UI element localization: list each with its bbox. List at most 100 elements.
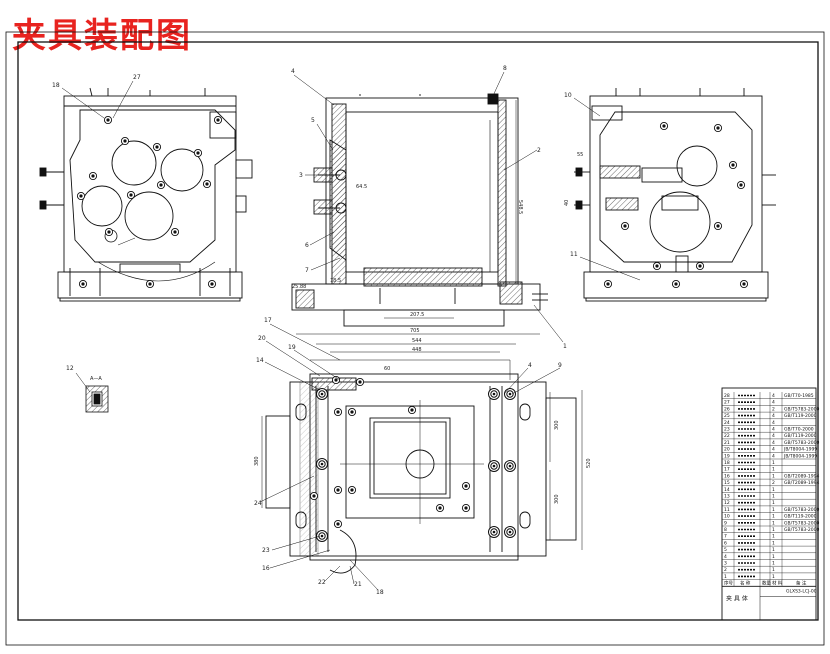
balloon-16-plan: 16 — [262, 565, 270, 572]
title-block-drawing-no: GLXS3-LCJ-00 — [786, 588, 817, 594]
parts-row-number: 2 — [724, 567, 727, 573]
parts-row-number: 23 — [724, 427, 730, 433]
parts-row-qty: 1 — [772, 540, 775, 546]
balloon-11-right: 11 — [570, 251, 578, 258]
parts-row-qty: 1 — [772, 574, 775, 580]
dim-300-top: 300 — [554, 420, 560, 430]
balloon-6-section: 6 — [305, 242, 309, 249]
balloon-23-plan: 23 — [262, 547, 270, 554]
parts-header-cell: 材 料 — [772, 580, 783, 587]
parts-row-number: 8 — [724, 527, 727, 533]
parts-row-standard: GB/T5783-2000 — [784, 440, 820, 446]
parts-row-standard: GB/T70-1985 — [784, 393, 814, 399]
title-block-name: 夹 具 体 — [726, 594, 748, 602]
parts-row-number: 9 — [724, 520, 727, 526]
parts-row-standard: JB/T8004-1999 — [783, 447, 817, 453]
parts-row-qty: 1 — [772, 527, 775, 533]
drawing-title: 夹具装配图 — [12, 16, 192, 56]
balloon-4-section: 4 — [291, 68, 295, 75]
parts-row-standard: GB/T119-2000 — [784, 413, 817, 419]
front-view — [39, 87, 253, 302]
balloon-5-section: 5 — [311, 117, 315, 124]
parts-row-number: 26 — [724, 406, 730, 412]
inner-border — [17, 41, 819, 621]
dim-64-5: 64.5 — [356, 184, 367, 190]
parts-row-qty: 4 — [772, 433, 775, 439]
balloon-20-plan: 20 — [258, 335, 266, 342]
parts-row-qty: 1 — [772, 507, 775, 513]
parts-row-qty: 1 — [772, 534, 775, 540]
parts-row-number: 17 — [724, 467, 730, 473]
balloon-4-plan: 4 — [528, 362, 532, 369]
balloon-22-plan: 22 — [318, 579, 326, 586]
detail-a-a — [75, 372, 109, 413]
parts-row-number: 1 — [724, 574, 727, 580]
section-balloon-leaders — [293, 71, 564, 343]
parts-row-number: 25 — [724, 413, 730, 419]
parts-row-number: 3 — [724, 561, 727, 567]
parts-row-standard: GB/T2089-1994 — [784, 473, 820, 479]
detail-label: A—A — [90, 376, 102, 382]
parts-row-number: 10 — [724, 514, 730, 520]
balloon-3-section: 3 — [299, 172, 303, 179]
plan-dimensions — [261, 390, 583, 550]
dim-380: 380 — [254, 456, 260, 466]
balloon-18-plan: 18 — [376, 589, 384, 596]
parts-row-qty: 4 — [772, 420, 775, 426]
dim-55: 55 — [577, 152, 583, 158]
parts-row-number: 13 — [724, 494, 730, 500]
dim-60: 60 — [384, 366, 390, 372]
parts-row-qty: 4 — [772, 453, 775, 459]
dim-25-88: 25.88 — [292, 284, 306, 290]
parts-row-qty: 4 — [772, 440, 775, 446]
parts-row-qty: 1 — [772, 514, 775, 520]
parts-row-number: 22 — [724, 433, 730, 439]
balloon-1-section: 1 — [563, 343, 567, 350]
parts-row-qty: 1 — [772, 460, 775, 466]
dim-18-5: 18.5 — [330, 278, 341, 284]
dim-300-bottom: 300 — [554, 494, 560, 504]
parts-row-qty: 2 — [772, 480, 775, 486]
parts-row-qty: 1 — [772, 554, 775, 560]
parts-row-number: 28 — [724, 393, 730, 399]
parts-row-number: 18 — [724, 460, 730, 466]
right-view — [574, 88, 776, 302]
parts-row-standard: GB/T119-2000 — [784, 514, 817, 520]
dim-705: 705 — [410, 328, 420, 334]
section-dimensions — [296, 100, 540, 353]
balloon-21-plan: 21 — [354, 581, 362, 588]
parts-row-number: 5 — [724, 547, 727, 553]
parts-row-number: 21 — [724, 440, 730, 446]
parts-row-qty: 4 — [772, 447, 775, 453]
parts-row-number: 12 — [724, 500, 730, 506]
parts-row-number: 11 — [724, 507, 730, 513]
parts-row-qty: 4 — [772, 393, 775, 399]
dim-544: 544 — [412, 338, 422, 344]
parts-row-number: 6 — [724, 540, 727, 546]
parts-row-qty: 1 — [772, 561, 775, 567]
outer-border — [5, 31, 825, 646]
balloon-14-plan: 14 — [256, 357, 264, 364]
parts-row-number: 7 — [724, 534, 727, 540]
parts-row-qty: 4 — [772, 427, 775, 433]
parts-header-cell: 数量 — [762, 580, 771, 587]
parts-row-standard: GB/T119-2000 — [784, 433, 817, 439]
plan-view-bolts — [309, 375, 516, 542]
parts-row-qty: 1 — [772, 567, 775, 573]
parts-row-qty: 1 — [772, 494, 775, 500]
parts-row-standard: JB/T8004-1999 — [783, 453, 817, 459]
balloon-18-front: 18 — [52, 82, 60, 89]
section-view — [291, 93, 548, 327]
balloon-2-section: 2 — [537, 147, 541, 154]
dim-207-5: 207.5 — [410, 312, 424, 318]
parts-row-standard: GB/T70-2000 — [784, 427, 814, 433]
parts-row-qty: 1 — [772, 487, 775, 493]
parts-row-qty: 4 — [772, 400, 775, 406]
parts-row-number: 20 — [724, 447, 730, 453]
balloon-7-section: 7 — [305, 267, 309, 274]
parts-row-qty: 1 — [772, 467, 775, 473]
balloon-12: 12 — [66, 365, 74, 372]
parts-row-number: 14 — [724, 487, 730, 493]
balloon-8-section: 8 — [503, 65, 507, 72]
